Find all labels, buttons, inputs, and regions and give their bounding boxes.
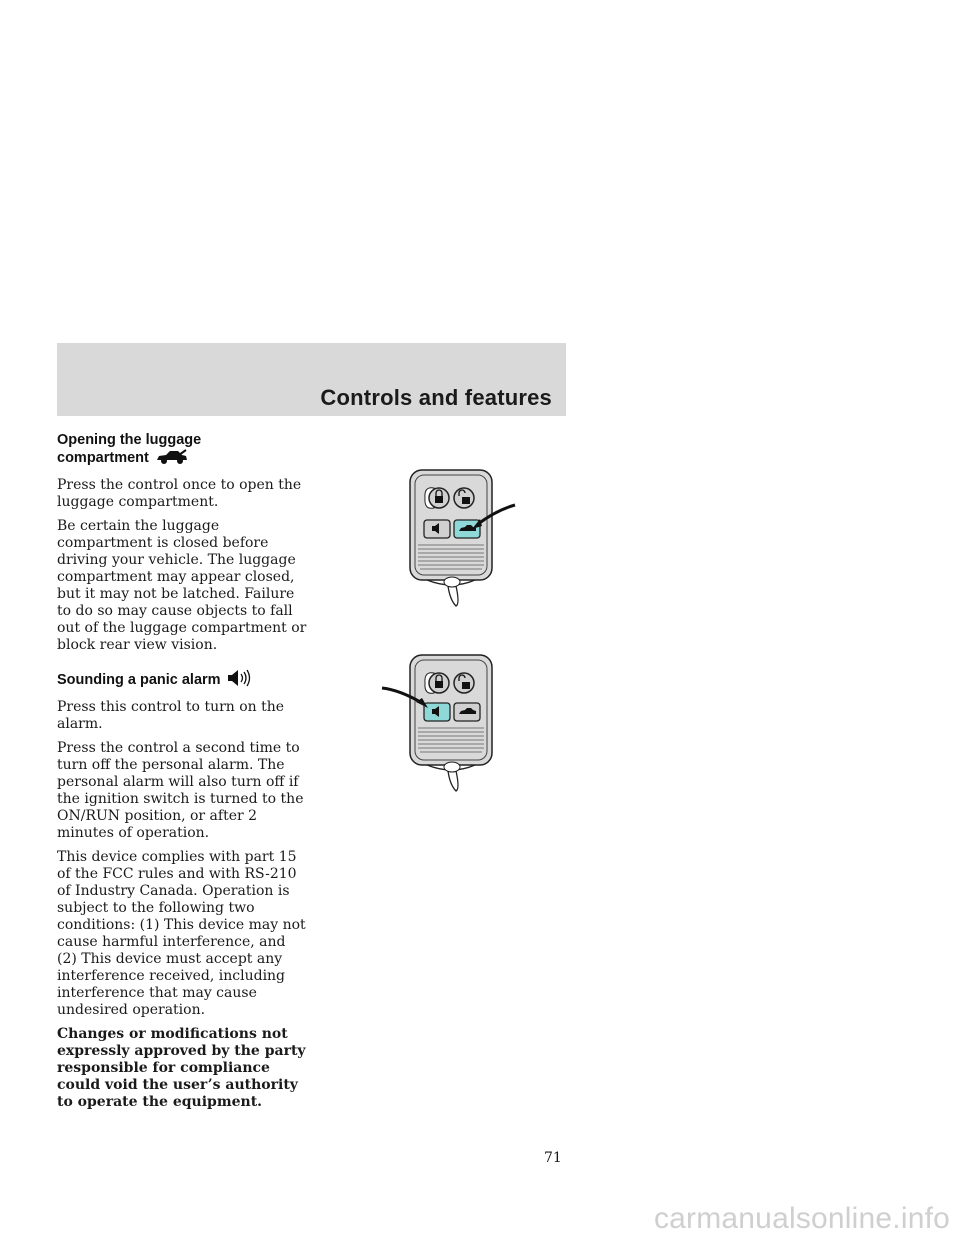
panic-heading: Sounding a panic alarm — [57, 669, 307, 692]
text-column: Opening the luggage compartment Press th… — [57, 432, 307, 1118]
panic-paragraph-2: Press the control a second time to turn … — [57, 740, 304, 841]
luggage-paragraph-1: Press the control once to open the lugga… — [57, 477, 302, 510]
fcc-paragraph: This device complies with part 15 of the… — [57, 849, 306, 1018]
luggage-heading-line2: compartment — [57, 450, 149, 466]
luggage-heading: Opening the luggage compartment — [57, 432, 307, 470]
section-header-band: Controls and features — [57, 343, 566, 416]
section-title: Controls and features — [320, 385, 552, 410]
watermark: carmanualsonline.info — [653, 1202, 950, 1235]
key-fob-trunk-illustration — [409, 469, 516, 607]
fcc-warning-paragraph: Changes or modifications not expressly a… — [57, 1026, 306, 1110]
panic-paragraph-1: Press this control to turn on the alarm. — [57, 699, 285, 732]
luggage-paragraph-2: Be certain the luggage compartment is cl… — [57, 518, 307, 653]
luggage-heading-line1: Opening the luggage — [57, 432, 202, 448]
page-number: 71 — [544, 1150, 562, 1166]
speaker-alarm-icon — [227, 669, 253, 692]
pointer-arrow — [477, 503, 516, 526]
panic-heading-text: Sounding a panic alarm — [57, 672, 221, 688]
car-trunk-icon — [155, 449, 189, 470]
key-fob-panic-illustration — [381, 654, 493, 792]
